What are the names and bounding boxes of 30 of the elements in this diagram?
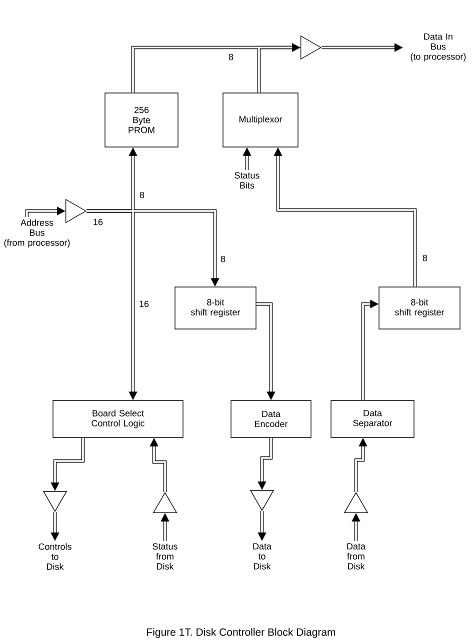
bus-arrow <box>322 43 403 52</box>
bus-width-label: 16 <box>138 300 150 308</box>
signal-label: Data from Disk <box>347 543 366 570</box>
bus-arrow <box>258 511 266 541</box>
block-box: 256 Byte PROM <box>104 92 178 148</box>
bus-width-label: 8 <box>220 254 226 264</box>
bus-arrow <box>258 438 273 490</box>
bus-width-label: 16 <box>92 218 104 226</box>
signal-label: Address Bus (from processor) <box>4 219 70 248</box>
signal-label: Data In Bus (to processor) <box>410 33 466 62</box>
bus-width-label: 8 <box>138 190 146 200</box>
bus-arrow <box>50 438 85 491</box>
bus-arrow <box>25 206 66 217</box>
caption: Figure 1T. Disk Controller Block Diagram <box>147 628 336 638</box>
block-box: 8-bit shift register <box>378 286 460 330</box>
bus-arrow <box>50 512 60 541</box>
bus-arrow <box>352 513 360 541</box>
bus-arrow <box>131 43 300 93</box>
block-box: Board Select Control Logic <box>52 400 184 438</box>
bus-width-label: 8 <box>228 52 234 62</box>
signal-label: Status Bits <box>234 172 260 189</box>
block-box: Multiplexor <box>222 92 298 148</box>
bus-width-label: 8 <box>422 254 428 262</box>
bus-arrow <box>160 513 170 541</box>
signal-label: Data to Disk <box>253 543 272 570</box>
signal-label: Controls to Disk <box>38 543 72 570</box>
signal-label: Status from Disk <box>152 543 178 570</box>
block-box: Data Separator <box>330 400 414 438</box>
block-box: Data Encoder <box>230 400 312 438</box>
block-box: 8-bit shift register <box>174 286 256 330</box>
